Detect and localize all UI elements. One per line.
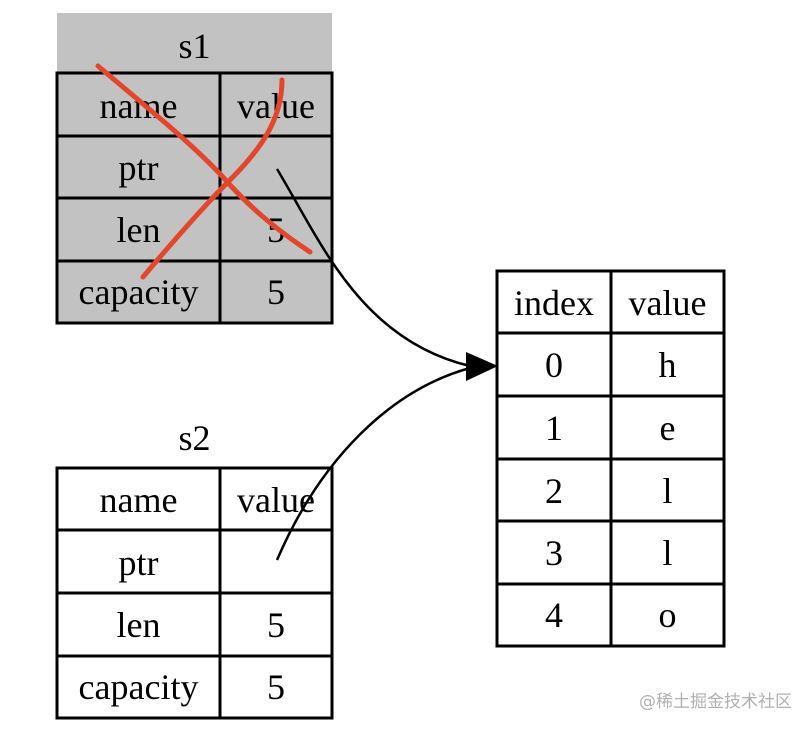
s2-title: s2 <box>178 418 210 458</box>
s2-len-label: len <box>117 605 161 645</box>
s2-len-value: 5 <box>267 605 285 645</box>
heap-value-3: l <box>662 533 672 573</box>
s2-table: s2 name value ptr len 5 capacity 5 <box>55 418 334 720</box>
s1-capacity-label: capacity <box>79 272 199 312</box>
s2-ptr-label: ptr <box>119 543 159 583</box>
s1-capacity-value: 5 <box>267 272 285 312</box>
heap-table: index value 0 h 1 e 2 l 3 l 4 o <box>495 269 726 648</box>
heap-value-1: e <box>660 408 676 448</box>
s2-ptr-arrow <box>275 366 471 561</box>
s2-capacity-value: 5 <box>267 667 285 707</box>
heap-index-2: 2 <box>545 471 563 511</box>
s2-capacity-label: capacity <box>79 667 199 707</box>
s1-table: s1 name value ptr len 5 capacity 5 <box>55 13 334 325</box>
s1-ptr-label: ptr <box>119 148 159 188</box>
heap-value-0: h <box>659 345 677 385</box>
heap-index-4: 4 <box>545 595 563 635</box>
arrowhead <box>466 352 498 381</box>
heap-header-value: value <box>629 283 707 323</box>
s1-title-bg <box>57 13 332 73</box>
heap-value-4: o <box>659 595 677 635</box>
heap-index-0: 0 <box>545 345 563 385</box>
s2-header-name: name <box>100 480 178 520</box>
moved-cross-mark <box>95 63 313 280</box>
heap-header-index: index <box>514 283 594 323</box>
s1-len-label: len <box>117 210 161 250</box>
s1-header-name: name <box>100 86 178 126</box>
heap-index-3: 3 <box>545 533 563 573</box>
heap-value-2: l <box>662 471 672 511</box>
s2-header-value: value <box>237 480 315 520</box>
s1-title: s1 <box>178 26 210 66</box>
heap-index-1: 1 <box>545 408 563 448</box>
watermark-text: @稀土掘金技术社区 <box>639 692 792 712</box>
s1-ptr-arrow <box>275 168 471 368</box>
